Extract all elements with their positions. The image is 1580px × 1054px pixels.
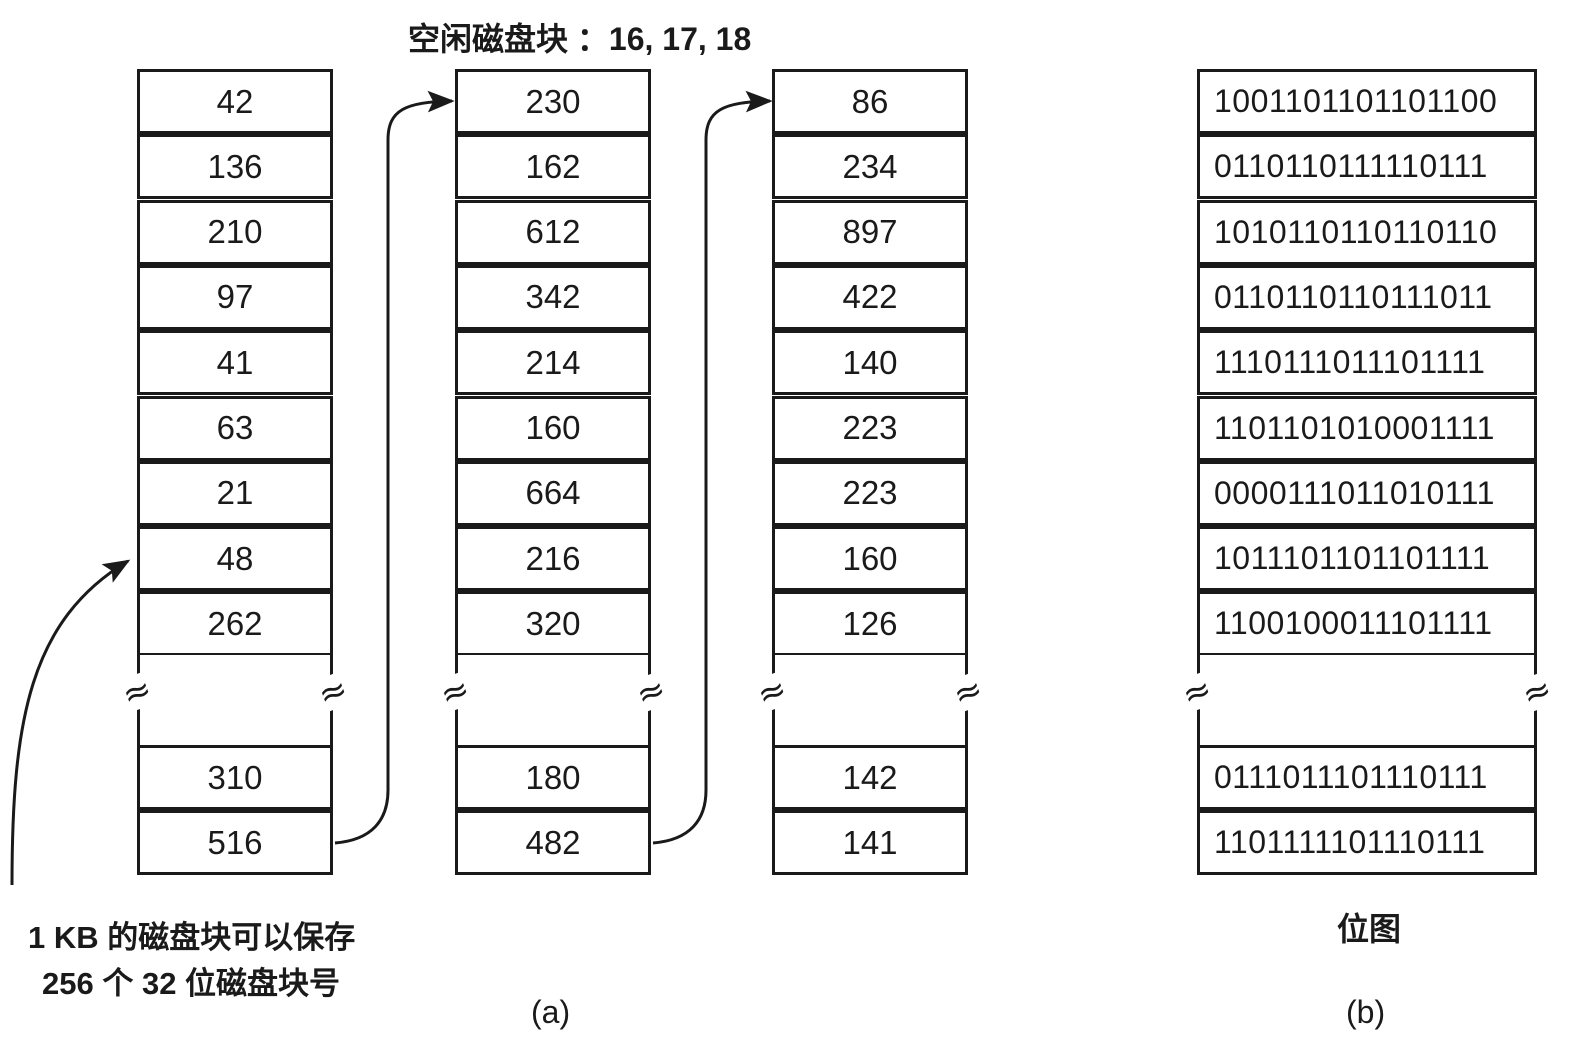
block-number-cell: 48 — [137, 526, 333, 592]
next-pointer-arrow-1 — [334, 90, 455, 845]
block-number-cell: 223 — [772, 460, 968, 526]
block-number-cell: 234 — [772, 134, 968, 200]
bitmap-row: 1010110110110110 — [1197, 199, 1537, 265]
block-number-cell: 320 — [455, 591, 651, 657]
block-number-cell: 160 — [772, 526, 968, 592]
block-number-cell: 230 — [455, 69, 651, 134]
block-number-cell: 41 — [137, 330, 333, 396]
block-number-cell: 63 — [137, 395, 333, 461]
bitmap-row: 1100100011101111 — [1197, 591, 1537, 657]
bitmap-row: 0111011101110111 — [1197, 745, 1537, 810]
block-number-cell: 160 — [455, 395, 651, 461]
block-number-cell: 214 — [455, 330, 651, 396]
block-number-cell: 141 — [772, 810, 968, 876]
block-number-cell: 162 — [455, 134, 651, 200]
block-number-cell: 216 — [455, 526, 651, 592]
bitmap-row: 1011101101101111 — [1197, 526, 1537, 592]
block-number-cell: 140 — [772, 330, 968, 396]
bitmap-row: 1110111011101111 — [1197, 330, 1537, 396]
block-number-cell: 180 — [455, 745, 651, 810]
block-number-cell: 612 — [455, 199, 651, 265]
bitmap-row: 1101101010001111 — [1197, 395, 1537, 461]
block-number-cell: 97 — [137, 264, 333, 330]
annotation-arrow — [10, 559, 131, 886]
block-number-cell: 21 — [137, 460, 333, 526]
bitmap-caption: 位图 — [1337, 911, 1402, 947]
block-number-cell: 310 — [137, 745, 333, 810]
bitmap-row: 0110110111110111 — [1197, 134, 1537, 200]
caption-b: (b) — [1346, 994, 1386, 1030]
annotation-line-1: 1 KB 的磁盘块可以保存 — [28, 920, 356, 955]
block-number-cell: 516 — [137, 810, 333, 876]
block-number-cell: 86 — [772, 69, 968, 134]
bitmap-row: 0000111011010111 — [1197, 460, 1537, 526]
block-number-cell: 482 — [455, 810, 651, 876]
annotation-line-2: 256 个 32 位磁盘块号 — [42, 966, 341, 1001]
block-number-cell: 897 — [772, 199, 968, 265]
caption-a: (a) — [531, 994, 571, 1030]
block-number-cell: 136 — [137, 134, 333, 200]
block-number-cell: 210 — [137, 199, 333, 265]
block-number-cell: 664 — [455, 460, 651, 526]
free-blocks-label: 空闲磁盘块 ：16, 17, 18 — [408, 21, 752, 57]
next-pointer-arrow-2 — [652, 90, 773, 845]
bitmap-row: 1101111101110111 — [1197, 810, 1537, 876]
bitmap-row: 1001101101101100 — [1197, 69, 1537, 134]
block-number-cell: 342 — [455, 264, 651, 330]
block-number-cell: 223 — [772, 395, 968, 461]
block-number-cell: 142 — [772, 745, 968, 810]
bitmap-row: 0110110110111011 — [1197, 264, 1537, 330]
block-number-cell: 422 — [772, 264, 968, 330]
block-number-cell: 42 — [137, 69, 333, 134]
